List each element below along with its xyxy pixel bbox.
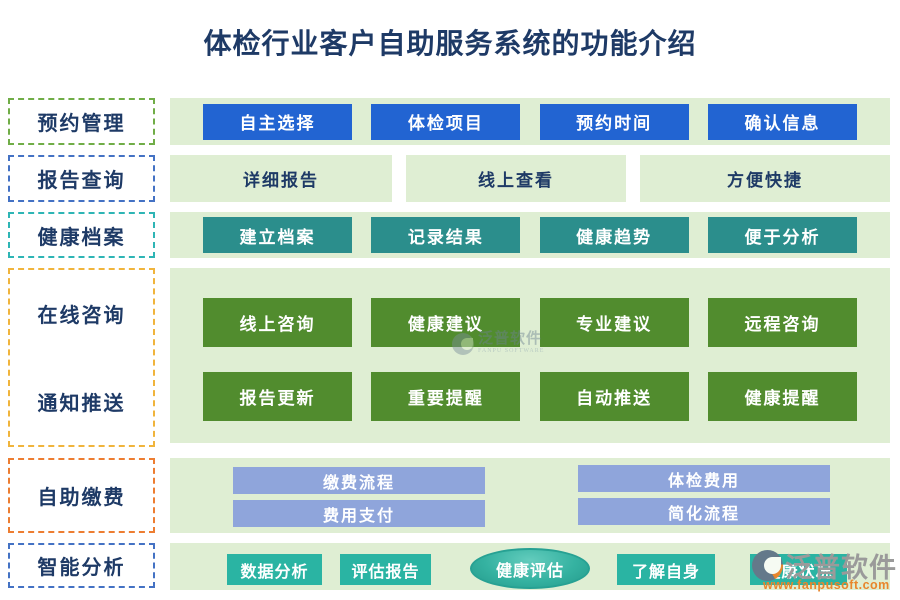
feature-block: 重要提醒 <box>371 372 521 421</box>
row-payment: 缴费流程 体检费用 费用支付 简化流程 <box>170 458 890 533</box>
feature-block: 线上查看 <box>406 155 626 202</box>
feature-block: 简化流程 <box>578 498 830 525</box>
center-watermark: 泛普软件 FANPU SOFTWARE <box>452 332 544 355</box>
category-payment: 自助缴费 <box>8 458 155 533</box>
category-report: 报告查询 <box>8 155 155 202</box>
watermark-name: 泛普软件 <box>478 331 543 347</box>
feature-block: 建立档案 <box>203 217 352 253</box>
feature-block: 预约时间 <box>539 103 689 140</box>
page-title: 体检行业客户自助服务系统的功能介绍 <box>203 29 697 60</box>
row-analysis: 数据分析 评估报告 健康评估 了解自身 健康状况 <box>170 543 890 590</box>
category-consult-notify: 在线咨询 通知推送 <box>8 268 155 447</box>
category-analysis: 智能分析 <box>8 543 155 588</box>
feature-block: 体检费用 <box>578 465 830 492</box>
row-consult-notify: 线上咨询 健康建议 专业建议 远程咨询 报告更新 重要提醒 自动推送 健康提醒 <box>170 268 890 443</box>
feature-block: 详细报告 <box>170 155 392 202</box>
feature-block: 体检项目 <box>371 103 521 140</box>
brand-url: www.fanpusoft.com <box>763 578 890 592</box>
fanpu-logo-icon <box>752 550 783 581</box>
feature-block: 评估报告 <box>340 554 431 585</box>
feature-block: 自动推送 <box>539 372 689 421</box>
fanpu-logo-icon <box>452 332 474 355</box>
feature-block: 方便快捷 <box>640 155 890 202</box>
feature-block: 线上咨询 <box>203 298 352 347</box>
feature-block: 了解自身 <box>617 554 715 585</box>
feature-block: 便于分析 <box>707 217 857 253</box>
row-records: 建立档案 记录结果 健康趋势 便于分析 <box>170 212 890 258</box>
feature-block: 专业建议 <box>539 298 689 347</box>
brand-name: 泛普软件 <box>785 553 897 583</box>
category-appointment: 预约管理 <box>8 98 155 145</box>
category-consult: 在线咨询 <box>37 305 126 328</box>
feature-block: 记录结果 <box>371 217 521 253</box>
feature-block: 报告更新 <box>203 372 352 421</box>
feature-block: 健康建议 <box>371 298 521 347</box>
feature-cylinder: 健康评估 <box>470 548 590 589</box>
feature-block: 远程咨询 <box>707 298 857 347</box>
category-records: 健康档案 <box>8 212 155 258</box>
watermark-sub: FANPU SOFTWARE <box>478 348 545 354</box>
row-report: 详细报告 线上查看 方便快捷 <box>170 155 890 202</box>
feature-block: 费用支付 <box>233 500 485 527</box>
feature-block: 健康提醒 <box>707 372 857 421</box>
category-notify: 通知推送 <box>37 392 126 415</box>
feature-block: 健康趋势 <box>539 217 689 253</box>
row-appointment: 自主选择 体检项目 预约时间 确认信息 <box>170 98 890 145</box>
brand-watermark: 泛普软件 <box>752 546 897 585</box>
feature-block: 数据分析 <box>227 554 322 585</box>
feature-block: 缴费流程 <box>233 467 485 494</box>
feature-block: 自主选择 <box>203 103 352 140</box>
feature-block: 确认信息 <box>707 103 857 140</box>
